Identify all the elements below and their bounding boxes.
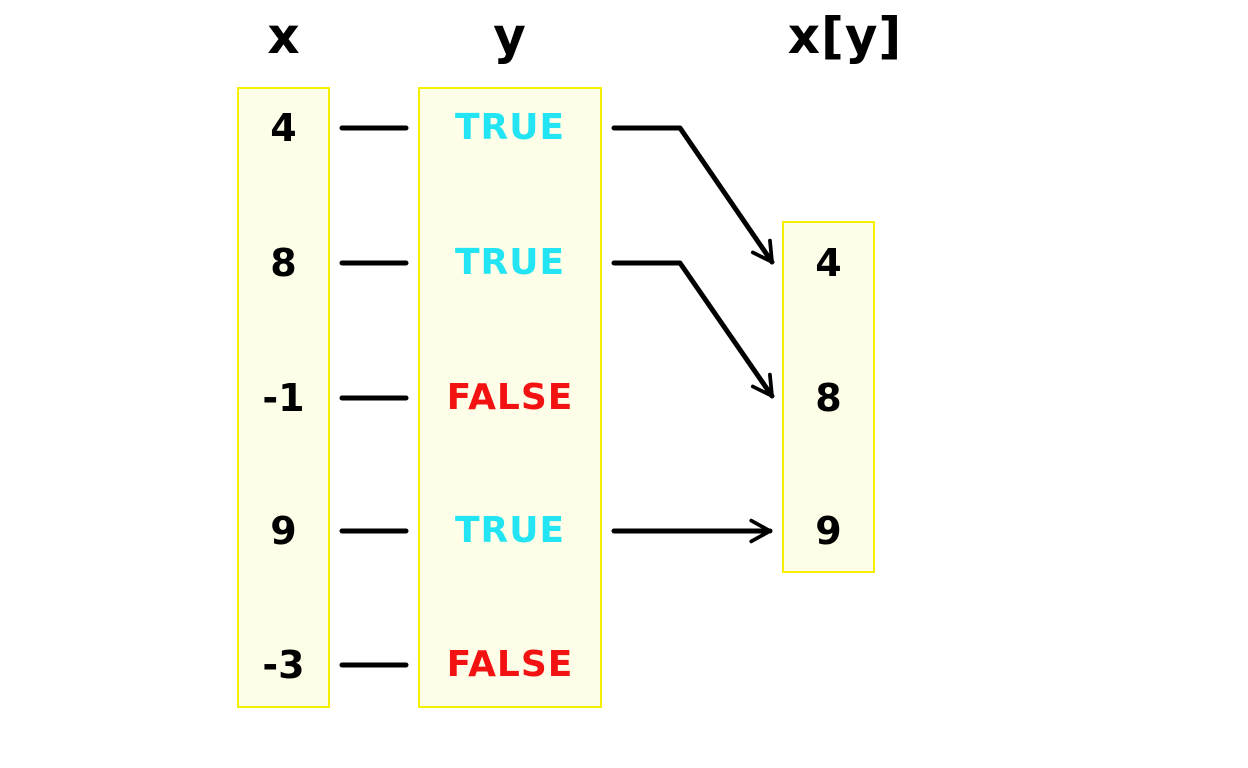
header-result: x[y]: [787, 7, 903, 65]
result-value-2: 8: [815, 376, 842, 420]
y-value-5: FALSE: [446, 644, 574, 685]
y-value-1: TRUE: [454, 107, 566, 148]
header-y: y: [493, 7, 527, 65]
header-x: x: [267, 7, 301, 65]
y-value-2: TRUE: [454, 242, 566, 283]
arrow-1: [611, 125, 775, 265]
x-vector-box: [237, 87, 330, 708]
x-value-3: -1: [262, 376, 305, 420]
arrow-2: [611, 260, 775, 399]
x-value-5: -3: [262, 643, 305, 687]
y-value-4: TRUE: [454, 510, 566, 551]
y-value-3: FALSE: [446, 377, 574, 418]
x-value-1: 4: [270, 106, 297, 150]
x-value-2: 8: [270, 241, 297, 285]
result-value-1: 4: [815, 241, 842, 285]
y-vector-box: [418, 87, 602, 708]
x-value-4: 9: [270, 509, 297, 553]
result-value-3: 9: [815, 509, 842, 553]
result-vector-box: [782, 221, 875, 573]
